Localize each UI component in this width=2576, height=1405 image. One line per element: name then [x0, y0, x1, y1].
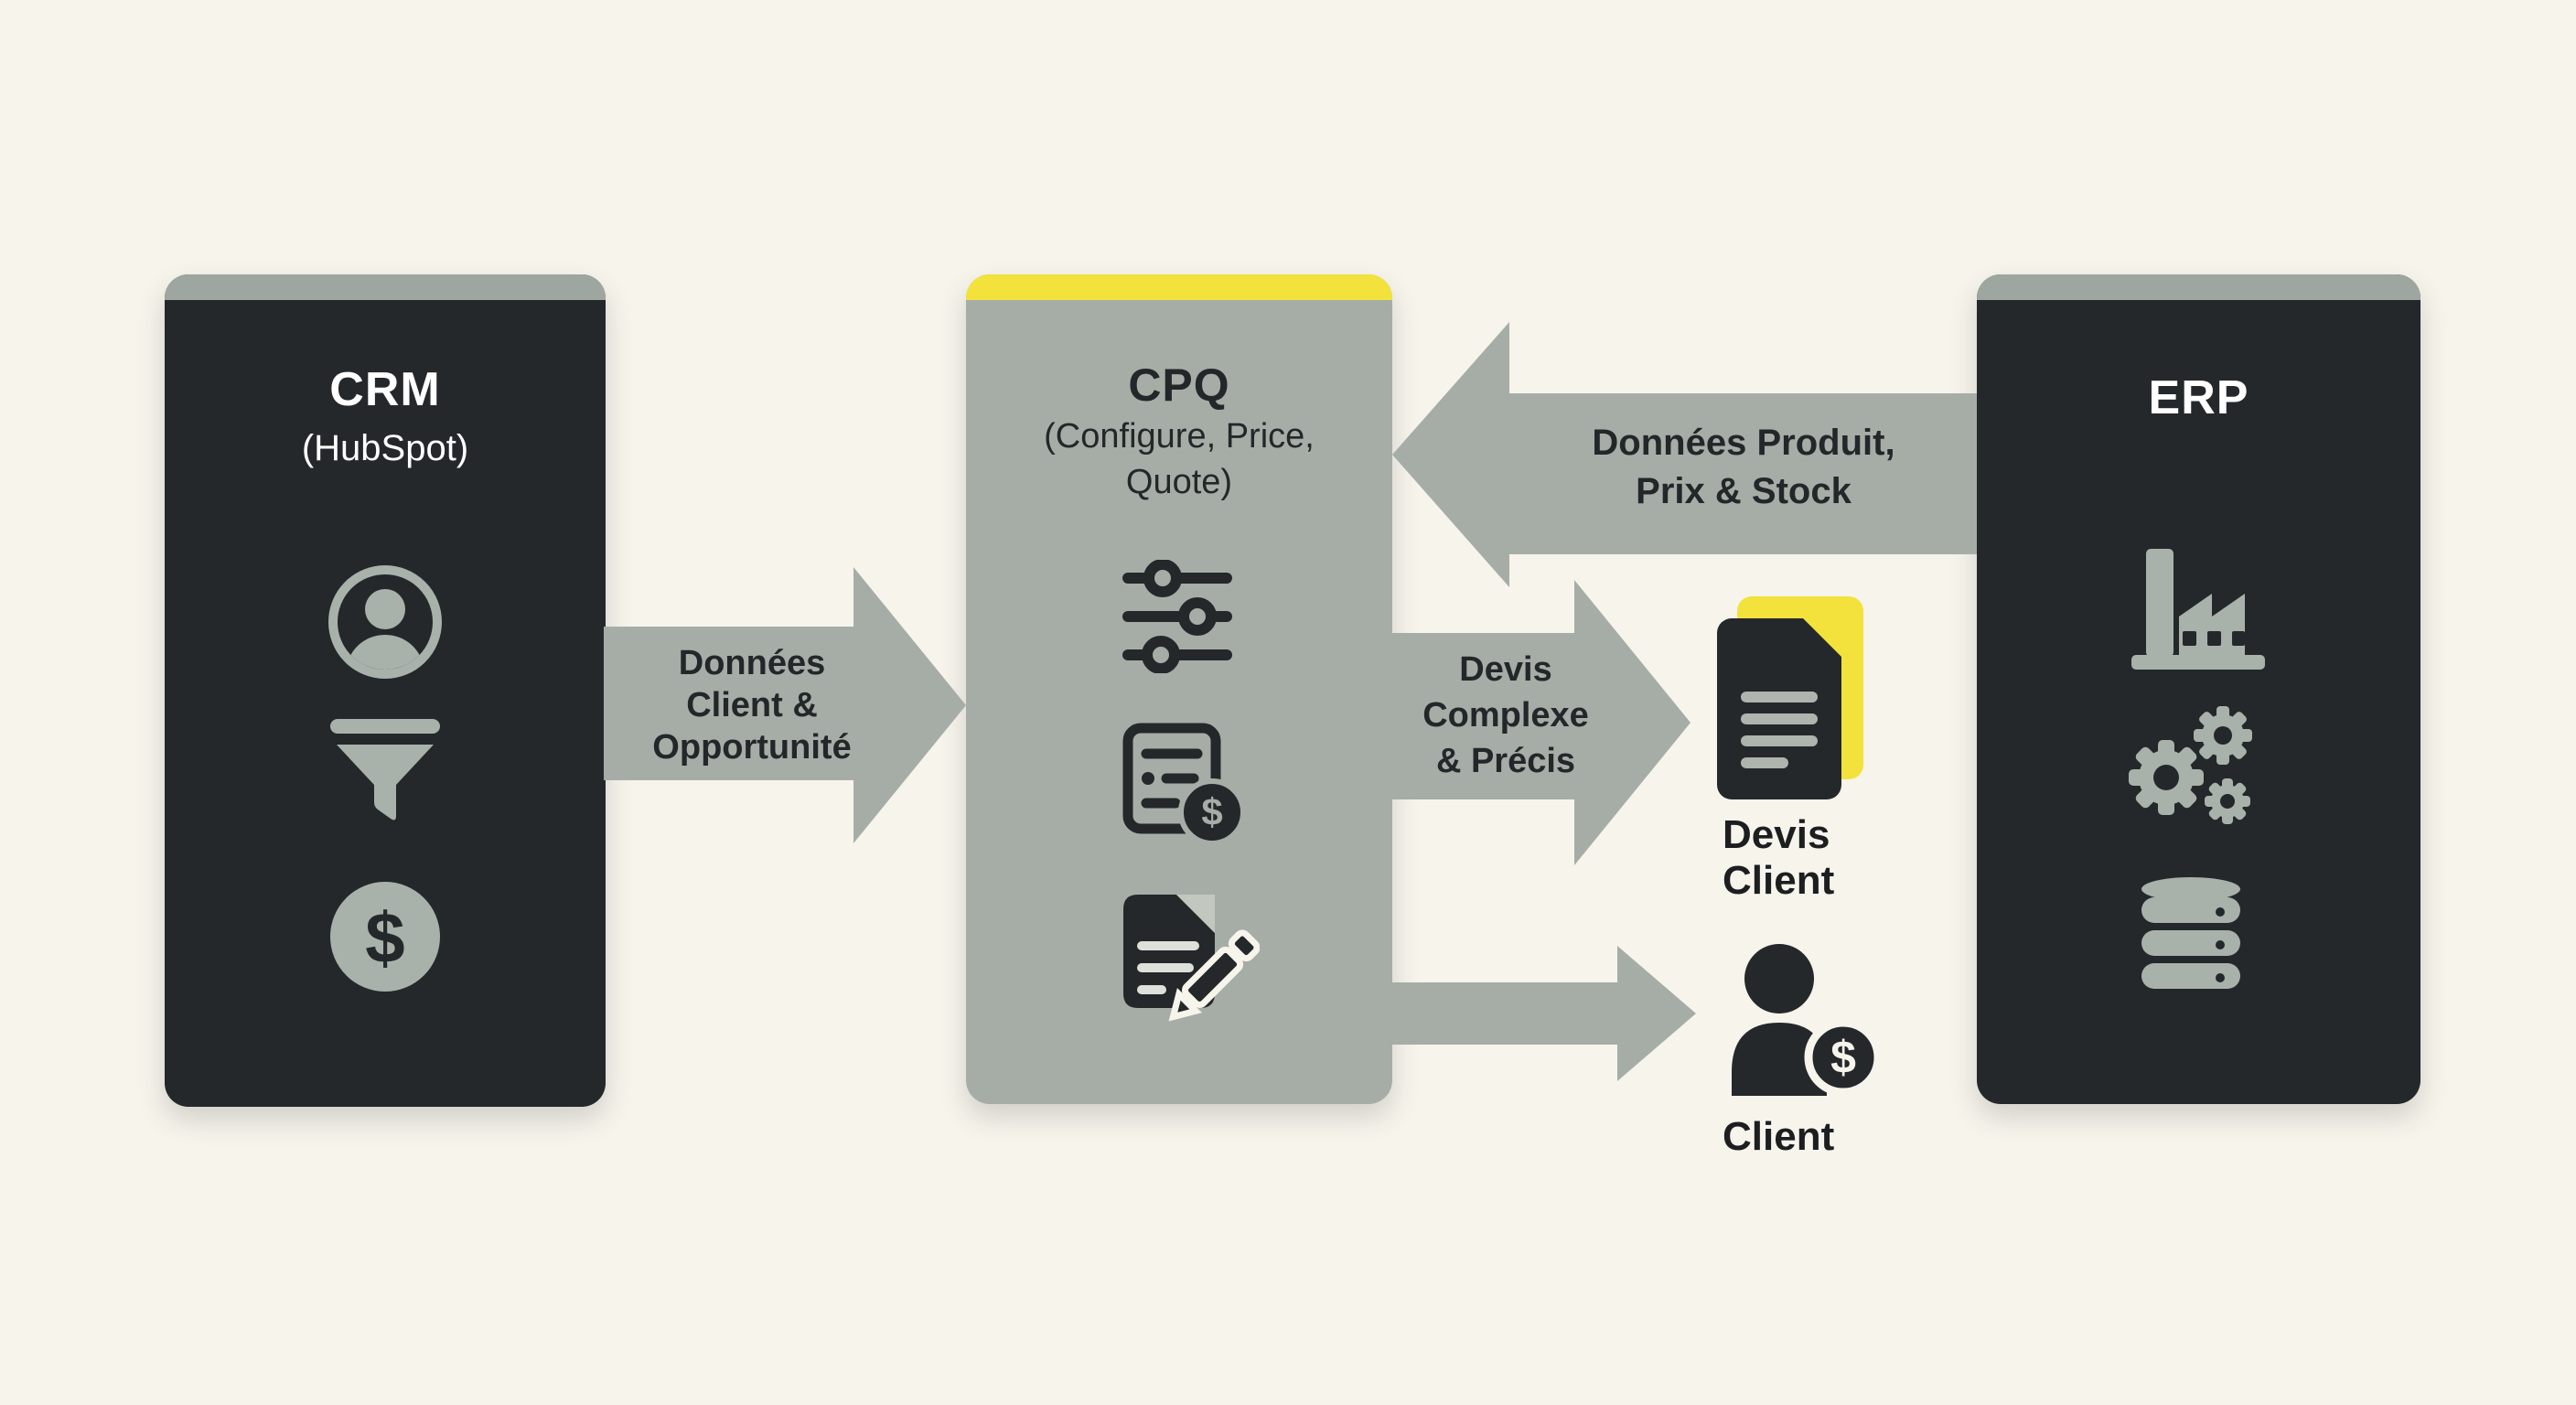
user-circle-icon	[328, 565, 442, 679]
cpq-subtitle: (Configure, Price, Quote)	[966, 413, 1392, 505]
arrow-crm-to-cpq-label-line2: Client &	[686, 686, 818, 724]
arrow-cpq-to-devis-head	[1574, 580, 1690, 865]
arrow-erp-to-cpq-label-line1: Données Produit,	[1592, 423, 1895, 463]
document-dollar-icon: $	[1122, 723, 1246, 846]
document-pencil-icon	[1123, 895, 1260, 1022]
sliders-icon	[1122, 560, 1232, 673]
funnel-icon	[330, 719, 440, 820]
arrow-cpq-to-devis-label: Devis Complexe & Précis	[1383, 647, 1628, 784]
erp-box: ERP	[1977, 274, 2420, 1104]
cpq-title: CPQ	[1128, 359, 1230, 411]
factory-icon	[2131, 549, 2265, 670]
arrow-crm-to-cpq-label: Données Client & Opportunité	[615, 642, 889, 768]
arrow-crm-to-cpq-shaft	[604, 627, 854, 780]
devis-client-label-line2: Client	[1723, 858, 1835, 903]
gears-icon	[2129, 706, 2252, 824]
svg-text:$: $	[365, 897, 404, 978]
arrow-cpq-to-client-shaft	[1390, 982, 1619, 1045]
document-quote-icon	[1717, 596, 1863, 799]
svg-text:$: $	[1830, 1032, 1856, 1083]
arrow-cpq-to-devis-label-line2: Complexe	[1422, 696, 1589, 735]
devis-client-label-line1: Devis	[1723, 812, 1830, 857]
cpq-header-strip	[966, 274, 1392, 300]
cpq-box: CPQ (Configure, Price, Quote) $	[966, 274, 1392, 1104]
database-icon	[2141, 877, 2240, 989]
arrow-crm-to-cpq-head	[853, 567, 966, 843]
arrow-cpq-to-devis-shaft	[1390, 633, 1576, 799]
client-label: Client	[1723, 1114, 1835, 1159]
arrow-crm-to-cpq-label-line1: Données	[678, 644, 826, 682]
arrow-erp-to-cpq-shaft	[1508, 393, 1977, 554]
crm-subtitle: (HubSpot)	[301, 428, 469, 468]
svg-text:$: $	[1201, 790, 1222, 833]
dollar-circle-icon: $	[330, 882, 440, 992]
arrow-erp-to-cpq-head	[1392, 322, 1509, 587]
crm-header-strip	[165, 274, 606, 300]
crm-title: CRM	[329, 363, 441, 416]
cpq-subtitle-line1: (Configure, Price,	[1044, 417, 1315, 456]
devis-client-label: Devis Client	[1723, 812, 1924, 904]
arrow-erp-to-cpq-label-line2: Prix & Stock	[1636, 471, 1852, 511]
arrow-crm-to-cpq-label-line3: Opportunité	[652, 728, 852, 767]
crm-box: CRM (HubSpot) $	[165, 274, 606, 1107]
erp-header-strip	[1977, 274, 2420, 300]
cpq-subtitle-line2: Quote)	[1125, 463, 1233, 501]
erp-title: ERP	[2148, 371, 2249, 424]
arrow-cpq-to-client-head	[1617, 946, 1696, 1081]
person-dollar-icon: $	[1732, 944, 1883, 1097]
arrow-erp-to-cpq-label: Données Produit, Prix & Stock	[1520, 419, 1967, 516]
arrow-cpq-to-devis-label-line1: Devis	[1459, 650, 1552, 689]
arrow-cpq-to-devis-label-line3: & Précis	[1435, 742, 1576, 780]
